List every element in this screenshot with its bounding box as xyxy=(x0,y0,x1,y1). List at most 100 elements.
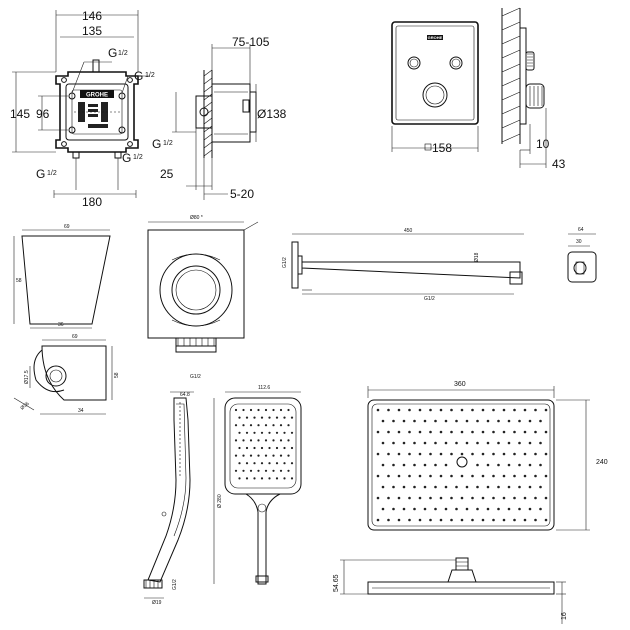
head-nozzle-dot xyxy=(460,518,464,522)
hand-nozzle-dot xyxy=(234,439,238,442)
mixer-box-side-view: 75-105 Ø138 G 1/2 25 5-20 xyxy=(152,35,287,201)
head-nozzle-dot xyxy=(387,408,390,412)
head-nozzle-dot xyxy=(423,485,427,489)
head-nozzle-dot xyxy=(486,463,490,467)
head-nozzle-dot xyxy=(460,430,464,434)
head-nozzle-dot xyxy=(450,496,453,500)
head-nozzle-dot xyxy=(444,419,448,423)
hand-shower-nozzles xyxy=(234,408,294,480)
side-g: G xyxy=(152,137,161,151)
head-nozzle-dot xyxy=(381,419,385,423)
hand-nozzle-dot xyxy=(287,454,290,457)
faceplate-logo-text: GROHE xyxy=(428,35,443,40)
head-nozzle-dot xyxy=(502,408,506,412)
head-nozzle-dot xyxy=(471,430,474,434)
head-nozzle-dot xyxy=(471,408,474,412)
head-nozzle-dot xyxy=(423,419,427,423)
hand-nozzle-dot xyxy=(264,439,268,442)
head-nozzle-dot xyxy=(492,430,495,434)
hand-nozzle-dot xyxy=(253,416,256,419)
head-nozzle-dot xyxy=(523,430,527,434)
g-top-left-frac: 1/2 xyxy=(118,50,128,57)
head-nozzle-dot xyxy=(507,507,511,511)
head-nozzle-dot xyxy=(408,496,411,500)
head-nozzle-dot xyxy=(376,496,380,500)
head-nozzle-dot xyxy=(507,463,511,467)
head-nozzle-dot xyxy=(486,441,490,445)
hose-holder-dim-height: 58 xyxy=(16,278,22,284)
grohe-logo xyxy=(427,35,443,40)
head-nozzle-dot xyxy=(423,507,427,511)
g-bottom-right: G xyxy=(122,151,131,165)
head-nozzle-dot xyxy=(439,452,443,456)
head-nozzle-dot xyxy=(397,452,401,456)
head-nozzle-dot xyxy=(408,408,411,412)
hand-nozzle-dot xyxy=(245,446,249,450)
head-nozzle-dot xyxy=(381,485,385,489)
hand-nozzle-dot xyxy=(260,446,264,450)
head-nozzle-dot xyxy=(413,419,416,423)
head-nozzle-dot xyxy=(444,463,448,467)
head-nozzle-dot xyxy=(539,463,542,467)
hand-nozzle-dot xyxy=(268,477,271,480)
head-nozzle-dot xyxy=(408,430,411,434)
hand-nozzle-dot xyxy=(242,469,245,472)
hand-nozzle-dot xyxy=(249,439,253,442)
head-nozzle-dot xyxy=(481,518,485,522)
hand-nozzle-dot xyxy=(279,454,283,457)
head-nozzle-dot xyxy=(397,518,401,522)
front-logo-text: GROHE xyxy=(86,93,108,99)
head-nozzle-dot xyxy=(534,518,537,522)
hh-side-dim-angle: Ø36 xyxy=(19,401,30,412)
head-nozzle-dot xyxy=(439,430,443,434)
head-nozzle-dot xyxy=(513,408,516,412)
head-nozzle-dot xyxy=(429,474,432,478)
hand-nozzle-dot xyxy=(234,424,238,427)
hand-nozzle-dot xyxy=(257,408,260,412)
hand-nozzle-dot xyxy=(287,469,290,472)
hand-nozzle-dot xyxy=(238,477,241,480)
head-nozzle-dot xyxy=(528,463,532,467)
head-nozzle-dot xyxy=(439,496,443,500)
hs-front-dim-height: Ø 280 xyxy=(217,494,223,508)
outlet-dim-64: 64 xyxy=(578,227,584,233)
head-nozzle-dot xyxy=(476,485,479,489)
hh-side-dim-height: 58 xyxy=(114,372,120,378)
head-nozzle-dot xyxy=(465,441,469,445)
head-nozzle-dot xyxy=(502,496,506,500)
head-nozzle-dot xyxy=(502,474,506,478)
head-nozzle-dot xyxy=(518,441,521,445)
head-nozzle-dot xyxy=(444,485,448,489)
head-nozzle-dot xyxy=(544,408,548,412)
hand-nozzle-dot xyxy=(287,424,290,427)
hand-nozzle-dot xyxy=(242,454,245,457)
hs-side-dim-bottom: Ø19 xyxy=(152,600,162,606)
head-nozzle-dot xyxy=(434,463,437,467)
head-nozzle-dot xyxy=(539,419,542,423)
head-dim-thickness: 16 xyxy=(561,612,568,620)
head-nozzle-dot xyxy=(408,452,411,456)
head-nozzle-dot xyxy=(544,430,548,434)
head-nozzle-dot xyxy=(481,474,485,478)
hand-nozzle-dot xyxy=(283,462,286,465)
hs-side-dim-top: 64.8 xyxy=(180,392,190,398)
dim-135: 135 xyxy=(82,24,102,38)
head-nozzle-dot xyxy=(528,419,532,423)
hand-nozzle-dot xyxy=(249,454,253,457)
g-bottom-right-frac: 1/2 xyxy=(133,154,143,161)
dim-180: 180 xyxy=(82,195,102,209)
hand-nozzle-dot xyxy=(242,424,245,427)
head-nozzle-dot xyxy=(413,463,416,467)
head-nozzle-dot xyxy=(381,441,385,445)
hand-nozzle-dot xyxy=(264,454,268,457)
head-nozzle-dot xyxy=(450,474,453,478)
hand-nozzle-dot xyxy=(264,469,268,472)
hand-nozzle-dot xyxy=(238,446,241,450)
head-nozzle-dot xyxy=(534,474,537,478)
head-nozzle-dot xyxy=(381,507,385,511)
head-nozzle-dot xyxy=(523,518,527,522)
hand-nozzle-dot xyxy=(287,439,290,442)
head-nozzle-dot xyxy=(471,496,474,500)
head-nozzle-dot xyxy=(460,408,464,412)
hand-nozzle-dot xyxy=(279,408,283,412)
